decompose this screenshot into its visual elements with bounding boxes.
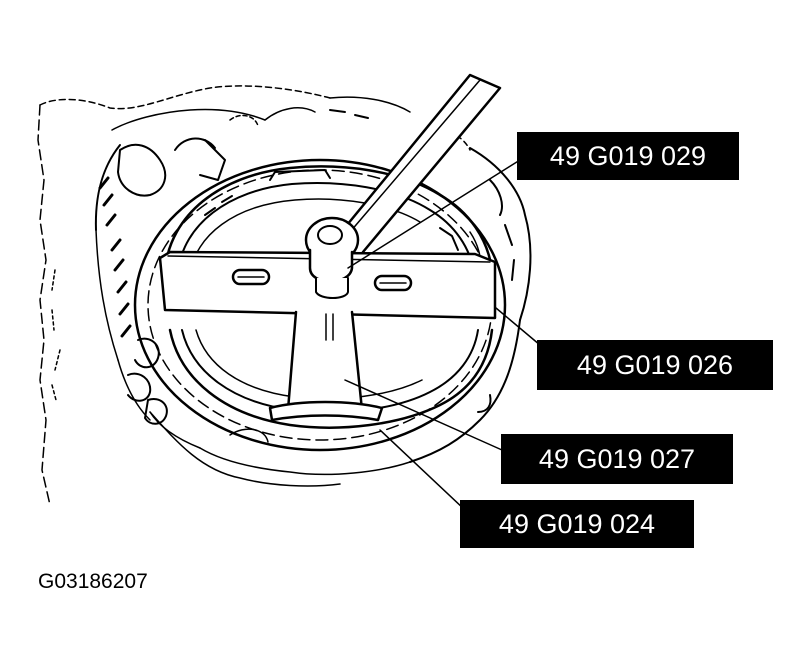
puller-shaft [268,310,384,422]
housing-outline [37,85,532,506]
wrench-tool [304,73,502,299]
figure-id: G03186207 [38,570,148,593]
leader-lines [344,159,541,511]
callout-label-029: 49 G019 029 [517,132,739,180]
callout-label-027: 49 G019 027 [501,434,733,484]
callout-label-026: 49 G019 026 [537,340,773,390]
callout-label-024: 49 G019 024 [460,500,694,548]
